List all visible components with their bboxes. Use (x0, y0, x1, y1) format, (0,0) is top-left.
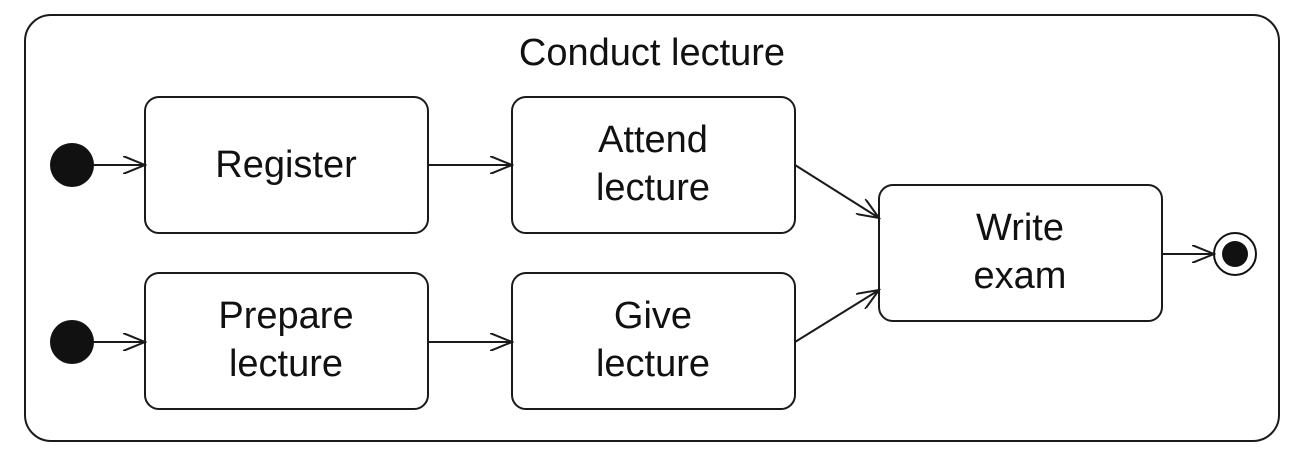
action-register: Register (144, 96, 429, 234)
final-node-core (1222, 241, 1248, 267)
action-give-lecture: Give lecture (511, 272, 796, 410)
action-write-exam-line-2: exam (974, 255, 1067, 297)
action-write-exam-box (878, 184, 1163, 322)
action-prepare-lecture-line-1: Prepare (218, 295, 353, 337)
activity-title: Conduct lecture (519, 32, 785, 74)
action-attend-lecture-line-1: Attend (598, 119, 708, 161)
action-write-exam: Write exam (878, 184, 1163, 322)
action-attend-lecture-line-2: lecture (596, 167, 710, 209)
final-node (1213, 232, 1257, 276)
action-write-exam-line-1: Write (976, 207, 1064, 249)
action-prepare-lecture-line-2: lecture (229, 343, 343, 385)
action-give-lecture-line-2: lecture (596, 343, 710, 385)
action-attend-lecture-box (511, 96, 796, 234)
flow-give-to-write (794, 290, 879, 343)
action-prepare-lecture: Prepare lecture (144, 272, 429, 410)
initial-node-2 (50, 320, 94, 364)
initial-node-1 (50, 143, 94, 187)
action-attend-lecture: Attend lecture (511, 96, 796, 234)
action-give-lecture-line-1: Give (614, 295, 692, 337)
action-prepare-lecture-box (144, 272, 429, 410)
action-give-lecture-box (511, 272, 796, 410)
action-register-label: Register (215, 144, 357, 186)
flow-attend-to-write (794, 164, 879, 218)
